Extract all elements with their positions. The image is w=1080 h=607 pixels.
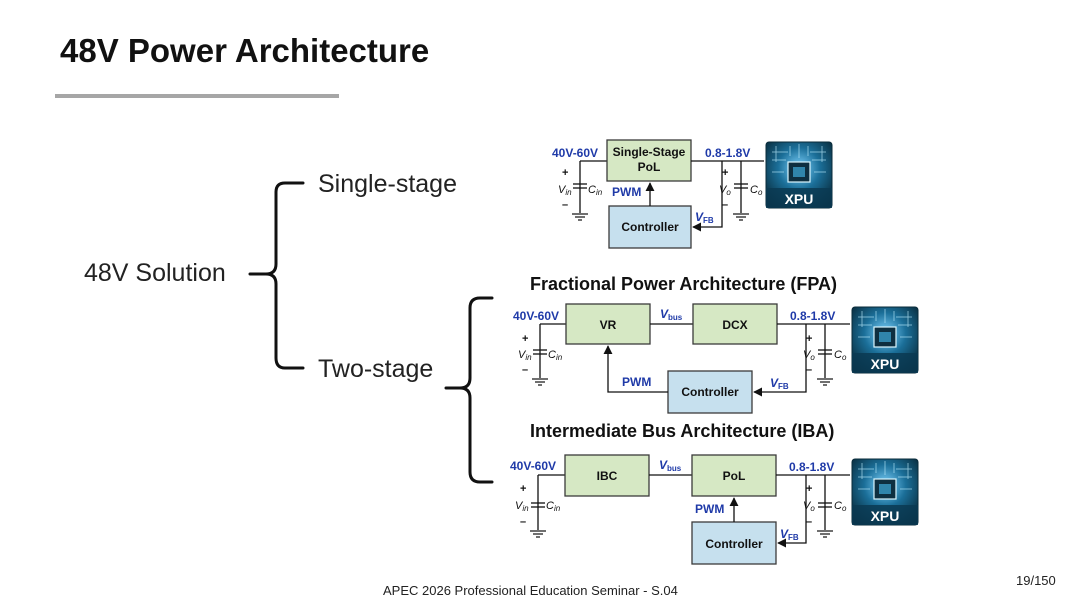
svg-text:+: + [562, 167, 568, 179]
svg-text:+: + [806, 483, 812, 495]
svg-text:Vo: Vo [803, 500, 815, 513]
single-vin-range: 40V-60V [552, 146, 598, 160]
svg-text:Co: Co [750, 184, 763, 197]
svg-text:–: – [806, 516, 812, 528]
svg-text:VR: VR [600, 318, 617, 332]
svg-text:0.8-1.8V: 0.8-1.8V [790, 309, 835, 323]
fpa-vr-block [565, 303, 651, 345]
svg-text:Vbus: Vbus [659, 458, 682, 473]
svg-text:XPU: XPU [871, 356, 900, 372]
svg-text:Vbus: Vbus [660, 307, 683, 322]
svg-text:DCX: DCX [722, 318, 747, 332]
single-vout-range: 0.8-1.8V [705, 146, 750, 160]
tree-two-stage-label: Two-stage [318, 355, 434, 383]
fpa-xpu-chip-icon: XPU [851, 306, 919, 374]
svg-text:+: + [522, 333, 528, 345]
iba-circuit: 40V-60V + Vin Cin – IBC Vbus PoL 0.8-1.8… [510, 454, 919, 565]
svg-text:Co: Co [834, 349, 847, 362]
svg-text:+: + [722, 167, 728, 179]
footer-text: APEC 2026 Professional Education Seminar… [383, 583, 678, 598]
svg-text:+: + [806, 333, 812, 345]
single-xpu-chip-icon: XPU [765, 141, 833, 209]
svg-text:PoL: PoL [638, 160, 661, 174]
svg-text:Vo: Vo [803, 349, 815, 362]
svg-text:Controller: Controller [681, 385, 739, 399]
tree-single-stage-label: Single-stage [318, 170, 457, 198]
svg-text:IBC: IBC [597, 469, 618, 483]
svg-text:VFB: VFB [695, 210, 714, 225]
main-brace [248, 181, 305, 370]
svg-text:Controller: Controller [705, 537, 763, 551]
single-stage-circuit: 40V-60V + Vin Cin – Single-Stage PoL 0.8… [552, 139, 833, 249]
svg-text:–: – [520, 516, 526, 528]
svg-text:Cin: Cin [546, 500, 561, 513]
tree-root-label: 48V Solution [84, 259, 226, 287]
svg-text:VFB: VFB [780, 527, 799, 542]
svg-text:+: + [520, 483, 526, 495]
svg-text:–: – [806, 364, 812, 376]
svg-text:Cin: Cin [588, 184, 603, 197]
svg-text:Vin: Vin [518, 349, 532, 362]
iba-controller-block [691, 521, 777, 565]
fpa-controller-block [667, 370, 753, 414]
svg-text:Single-Stage: Single-Stage [613, 145, 686, 159]
svg-text:Cin: Cin [548, 349, 563, 362]
fpa-heading: Fractional Power Architecture (FPA) [530, 274, 837, 294]
svg-text:PoL: PoL [723, 469, 746, 483]
title-underline [55, 94, 339, 98]
svg-text:XPU: XPU [785, 191, 814, 207]
iba-pol-block [691, 454, 777, 497]
iba-xpu-chip-icon: XPU [851, 458, 919, 526]
iba-heading: Intermediate Bus Architecture (IBA) [530, 421, 834, 441]
svg-text:40V-60V: 40V-60V [513, 309, 559, 323]
svg-text:–: – [562, 199, 568, 211]
fpa-dcx-block [692, 303, 778, 345]
svg-text:Vin: Vin [558, 184, 572, 197]
svg-text:0.8-1.8V: 0.8-1.8V [789, 460, 834, 474]
svg-text:–: – [722, 199, 728, 211]
svg-text:Vin: Vin [515, 500, 529, 513]
svg-text:VFB: VFB [770, 376, 789, 391]
page-number: 19/150 [1016, 573, 1056, 588]
svg-text:PWM: PWM [695, 502, 724, 516]
fpa-circuit: 40V-60V + Vin Cin – VR Vbus DCX 0.8-1.8V… [513, 303, 919, 414]
svg-text:40V-60V: 40V-60V [510, 459, 556, 473]
svg-text:Co: Co [834, 500, 847, 513]
svg-text:XPU: XPU [871, 508, 900, 524]
slide-title: 48V Power Architecture [60, 32, 430, 69]
svg-text:PWM: PWM [622, 375, 651, 389]
svg-text:Vo: Vo [719, 184, 731, 197]
single-stage-pol-block [606, 139, 692, 182]
svg-text:–: – [522, 364, 528, 376]
two-stage-brace [444, 296, 494, 484]
svg-text:Controller: Controller [621, 220, 679, 234]
svg-text:PWM: PWM [612, 185, 641, 199]
